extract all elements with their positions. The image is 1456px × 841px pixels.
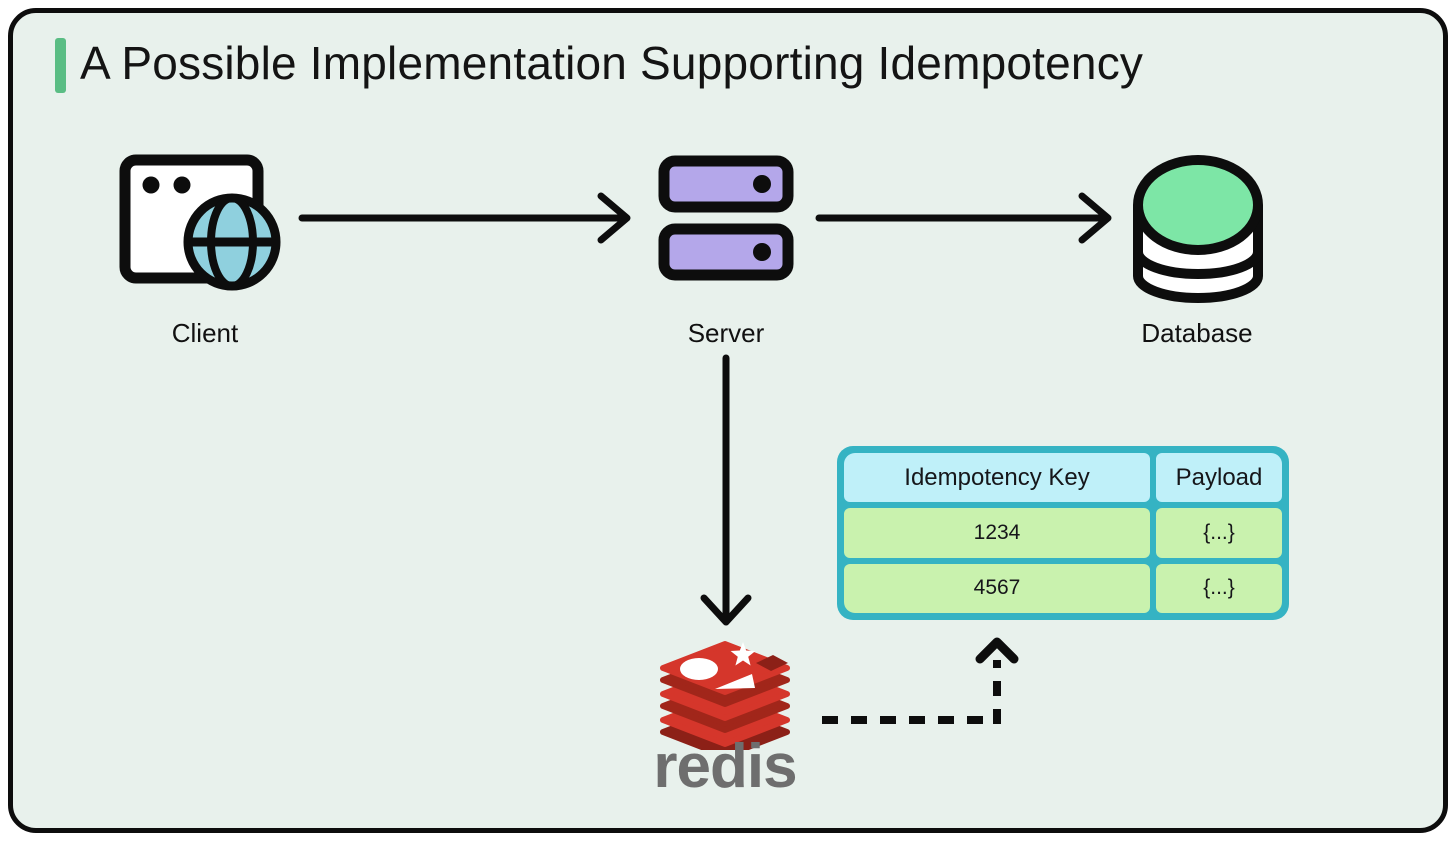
server-label: Server <box>687 318 765 348</box>
table-row-1-key: 1234 <box>844 508 1150 558</box>
arrow-server-to-redis <box>700 354 752 626</box>
page-title: A Possible Implementation Supporting Ide… <box>80 37 1144 89</box>
database-cylinder-icon <box>1133 155 1263 303</box>
table-header-idempotency-key: Idempotency Key <box>844 453 1150 503</box>
title-accent-bar <box>55 38 66 93</box>
idempotency-table: Idempotency Key Payload 1234 {...} 4567 … <box>837 446 1289 620</box>
client-label: Client <box>171 318 239 348</box>
browser-globe-icon <box>119 154 281 291</box>
database-label: Database <box>1141 318 1253 348</box>
table-row-1-payload: {...} <box>1156 508 1282 558</box>
redis-logo-icon <box>660 641 790 750</box>
arrow-redis-to-table-dashed <box>822 637 1019 724</box>
arrow-server-to-database <box>815 192 1112 244</box>
table-row-2-key: 4567 <box>844 563 1150 613</box>
table-header-payload: Payload <box>1156 453 1282 503</box>
server-stack-icon <box>658 155 794 281</box>
table-row-2-payload: {...} <box>1156 563 1282 613</box>
redis-wordmark: redis <box>653 732 797 801</box>
arrow-client-to-server <box>298 192 631 244</box>
